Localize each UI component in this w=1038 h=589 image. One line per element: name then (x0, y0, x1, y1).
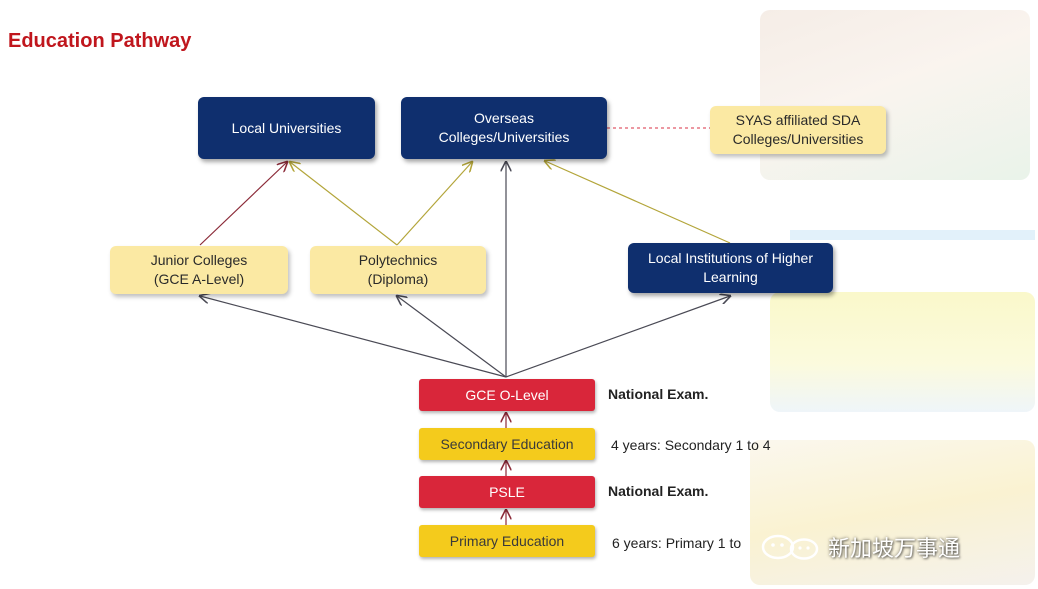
primary-duration-note: 6 years: Primary 1 to (612, 535, 742, 551)
local-universities-label: Local Universities (231, 119, 342, 136)
primary-education-label: Primary Education (449, 532, 565, 549)
local-universities-box: Local Universities (198, 97, 375, 159)
arrow-jc-to-local-uni (199, 162, 287, 246)
overseas-colleges-label: Overseas Colleges/Universities (438, 110, 570, 145)
watermark: 新加坡万事通 (760, 530, 960, 564)
psle-note: National Exam. (608, 483, 709, 499)
primary-education-box: Primary Education (419, 525, 595, 557)
gce-o-level-label: GCE O-Level (465, 386, 549, 403)
arrow-poly-to-overseas (396, 162, 472, 246)
watermark-text: 新加坡万事通 (828, 536, 961, 561)
polytechnics-box: Polytechnics (Diploma) (310, 246, 486, 294)
junior-colleges-label: Junior Colleges (GCE A-Level) (150, 252, 248, 287)
local-institutions-box: Local Institutions of Higher Learning (628, 243, 833, 293)
syas-sda-box: SYAS affiliated SDA Colleges/Universitie… (710, 106, 886, 154)
overseas-colleges-box: Overseas Colleges/Universities (401, 97, 607, 159)
psle-box: PSLE (419, 476, 595, 508)
local-institutions-label: Local Institutions of Higher Learning (648, 250, 813, 285)
background-photo-bottom (750, 440, 1035, 585)
background-photo-middle (770, 292, 1035, 412)
arrow-lihl-to-overseas (545, 161, 731, 244)
syas-sda-label: SYAS affiliated SDA Colleges/Universitie… (732, 112, 864, 147)
arrow-olevel-to-jc (200, 296, 507, 378)
arrow-olevel-to-poly (397, 296, 507, 378)
arrow-olevel-to-lihl (505, 296, 730, 378)
secondary-duration-note: 4 years: Secondary 1 to 4 (611, 437, 771, 453)
arrow-poly-to-local-uni (290, 162, 398, 246)
polytechnics-label: Polytechnics (Diploma) (358, 252, 438, 287)
psle-label: PSLE (489, 483, 525, 500)
wechat-logo-icon (761, 534, 819, 560)
secondary-education-box: Secondary Education (419, 428, 595, 460)
junior-colleges-box: Junior Colleges (GCE A-Level) (110, 246, 288, 294)
gce-o-level-box: GCE O-Level (419, 379, 595, 411)
page-title: Education Pathway (8, 30, 192, 52)
secondary-education-label: Secondary Education (440, 435, 574, 452)
o-level-note: National Exam. (608, 386, 709, 402)
background-photo-strip (790, 230, 1035, 240)
